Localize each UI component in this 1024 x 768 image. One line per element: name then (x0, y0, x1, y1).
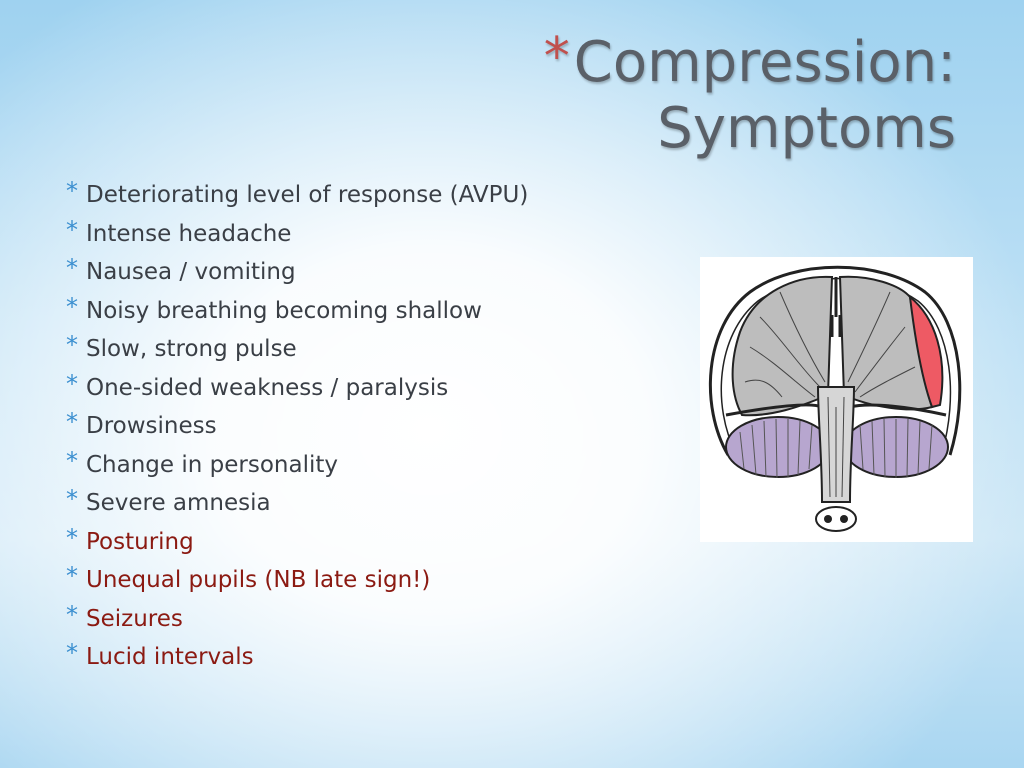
symptom-text: Change in personality (86, 451, 338, 478)
bullet-star-icon: * (66, 523, 78, 552)
bullet-star-icon: * (66, 331, 78, 359)
symptom-item: * Unequal pupils (NB late sign!) (66, 561, 666, 600)
title-bullet-icon: * (543, 27, 570, 87)
symptom-item: * Noisy breathing becoming shallow (66, 292, 666, 331)
title-line-2: Symptoms (657, 96, 956, 161)
bullet-star-icon: * (66, 485, 78, 513)
bullet-star-icon: * (66, 408, 78, 436)
bullet-star-icon: * (66, 254, 78, 282)
symptom-text: One-sided weakness / paralysis (86, 374, 449, 401)
spinal-dot-left (824, 515, 832, 523)
skull-inner (720, 277, 952, 454)
symptom-item: * Change in personality (66, 446, 666, 485)
bullet-star-icon: * (66, 369, 78, 398)
symptom-item: * Severe amnesia (66, 484, 666, 523)
symptom-text: Posturing (86, 528, 194, 555)
symptom-item: * Lucid intervals (66, 638, 666, 677)
symptom-list: *Deteriorating level of response (AVPU)*… (66, 176, 666, 677)
slide-title: *Compression: Symptoms (543, 27, 956, 162)
brainstem-lines (827, 396, 845, 498)
symptom-text: Nausea / vomiting (86, 259, 296, 285)
title-text-1: Compression: (573, 30, 956, 95)
brain-compression-diagram (700, 257, 973, 542)
symptom-text: Lucid intervals (86, 644, 254, 670)
skull-outline (708, 265, 962, 456)
spinal-dot-right (840, 515, 848, 523)
symptom-text: Seizures (86, 605, 183, 632)
bullet-star-icon: * (66, 215, 78, 244)
title-line-1: *Compression: (543, 27, 956, 96)
symptom-item: * Nausea / vomiting (66, 253, 666, 292)
spinal-cord (815, 506, 857, 532)
symptom-item: * Deteriorating level of response (AVPU) (66, 176, 666, 215)
symptom-text: Severe amnesia (86, 490, 271, 516)
sulci (744, 291, 916, 398)
symptom-text: Noisy breathing becoming shallow (86, 297, 482, 324)
bullet-star-icon: * (66, 292, 78, 321)
bullet-star-icon: * (66, 562, 78, 590)
symptom-item: * One-sided weakness / paralysis (66, 369, 666, 408)
symptom-item: * Posturing (66, 523, 666, 562)
symptom-text: Drowsiness (86, 413, 217, 439)
symptom-text: Unequal pupils (NB late sign!) (86, 567, 431, 593)
symptom-item: * Intense headache (66, 215, 666, 254)
falx (830, 277, 842, 337)
bullet-star-icon: * (66, 639, 78, 667)
symptom-text: Intense headache (86, 220, 292, 247)
symptom-text: Deteriorating level of response (AVPU) (86, 182, 529, 208)
bullet-star-icon: * (66, 177, 78, 205)
symptom-item: * Slow, strong pulse (66, 330, 666, 369)
hematoma (908, 294, 944, 409)
symptom-item: * Drowsiness (66, 407, 666, 446)
symptom-text: Slow, strong pulse (86, 336, 297, 362)
cerebellum-folia (739, 418, 933, 479)
brain-compression-diagram-icon (708, 265, 962, 532)
symptom-item: * Seizures (66, 600, 666, 639)
bullet-star-icon: * (66, 600, 78, 629)
bullet-star-icon: * (66, 446, 78, 475)
